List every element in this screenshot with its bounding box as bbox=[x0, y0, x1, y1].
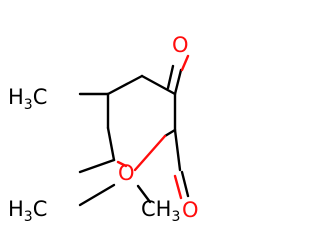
bond-ester-o-left bbox=[116, 160, 128, 168]
bond-ester-o-right bbox=[133, 134, 167, 172]
methyl-left-label: H3C bbox=[8, 85, 47, 113]
bond-ring-bottom-right bbox=[163, 128, 177, 138]
bond-ethyl-ch3 bbox=[78, 158, 116, 174]
carbonyl-oxygen-label: O bbox=[182, 198, 199, 222]
bond-ketone-double-c bbox=[166, 64, 175, 90]
bond-carbonyl-double-b bbox=[173, 174, 183, 200]
svg-text:H3C: H3C bbox=[8, 197, 47, 225]
svg-text:H3C: H3C bbox=[8, 85, 47, 113]
ester-oxygen-label: O bbox=[118, 161, 135, 185]
methyl-right-label: CH3 bbox=[141, 197, 180, 225]
bond-ring-top-right bbox=[140, 74, 177, 96]
svg-text:CH3: CH3 bbox=[141, 197, 180, 225]
ethyl-methyl-label: H3C bbox=[8, 197, 47, 225]
bond-ethyl-to-h3c bbox=[78, 183, 116, 207]
bond-ketone-double-b bbox=[180, 54, 190, 72]
bond-ester-methyl bbox=[136, 184, 152, 204]
bond-ketone-double-a bbox=[173, 68, 183, 96]
bond-carbonyl-ch2 bbox=[173, 128, 182, 172]
ketone-oxygen-label: O bbox=[172, 33, 189, 57]
bond-ring-top-left bbox=[106, 74, 144, 96]
structural-formula: O O O H3C H3C CH3 bbox=[8, 33, 199, 225]
bond-ethyl-ch2 bbox=[106, 126, 116, 162]
bond-carbonyl-double-a bbox=[180, 170, 190, 198]
